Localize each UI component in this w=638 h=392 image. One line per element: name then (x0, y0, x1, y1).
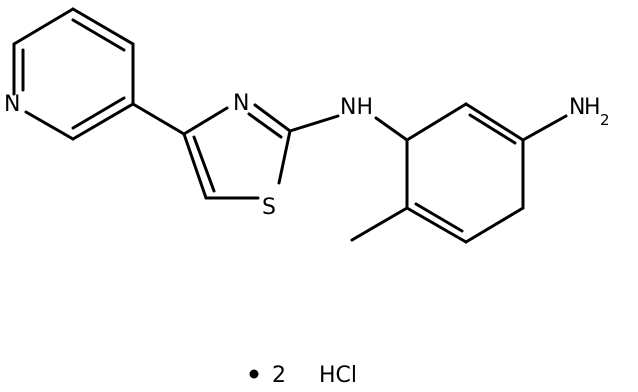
salt-formula: HCl (319, 363, 357, 388)
secondary-amine-label: NH (340, 95, 373, 120)
pyridine-ring (12, 7, 135, 141)
nh-bond-left (288, 114, 340, 133)
primary-amine-subscript: 2 (600, 111, 610, 129)
primary-amine-h-label: H (584, 95, 601, 120)
biaryl-bond (131, 102, 186, 136)
primary-amine-n-label: N (569, 95, 585, 120)
benzene-ring (405, 102, 525, 244)
nh-bond-right (374, 116, 409, 142)
pyridine-nitrogen-label: N (4, 92, 20, 117)
methyl-bond (350, 206, 409, 242)
thiazole-sulfur-label: S (262, 195, 276, 220)
salt-bullet (249, 369, 259, 379)
thiazole-ring (182, 103, 292, 200)
thiazole-nitrogen-label: N (233, 91, 249, 116)
salt-count: 2 (272, 363, 286, 388)
nh2-bond (521, 114, 568, 142)
